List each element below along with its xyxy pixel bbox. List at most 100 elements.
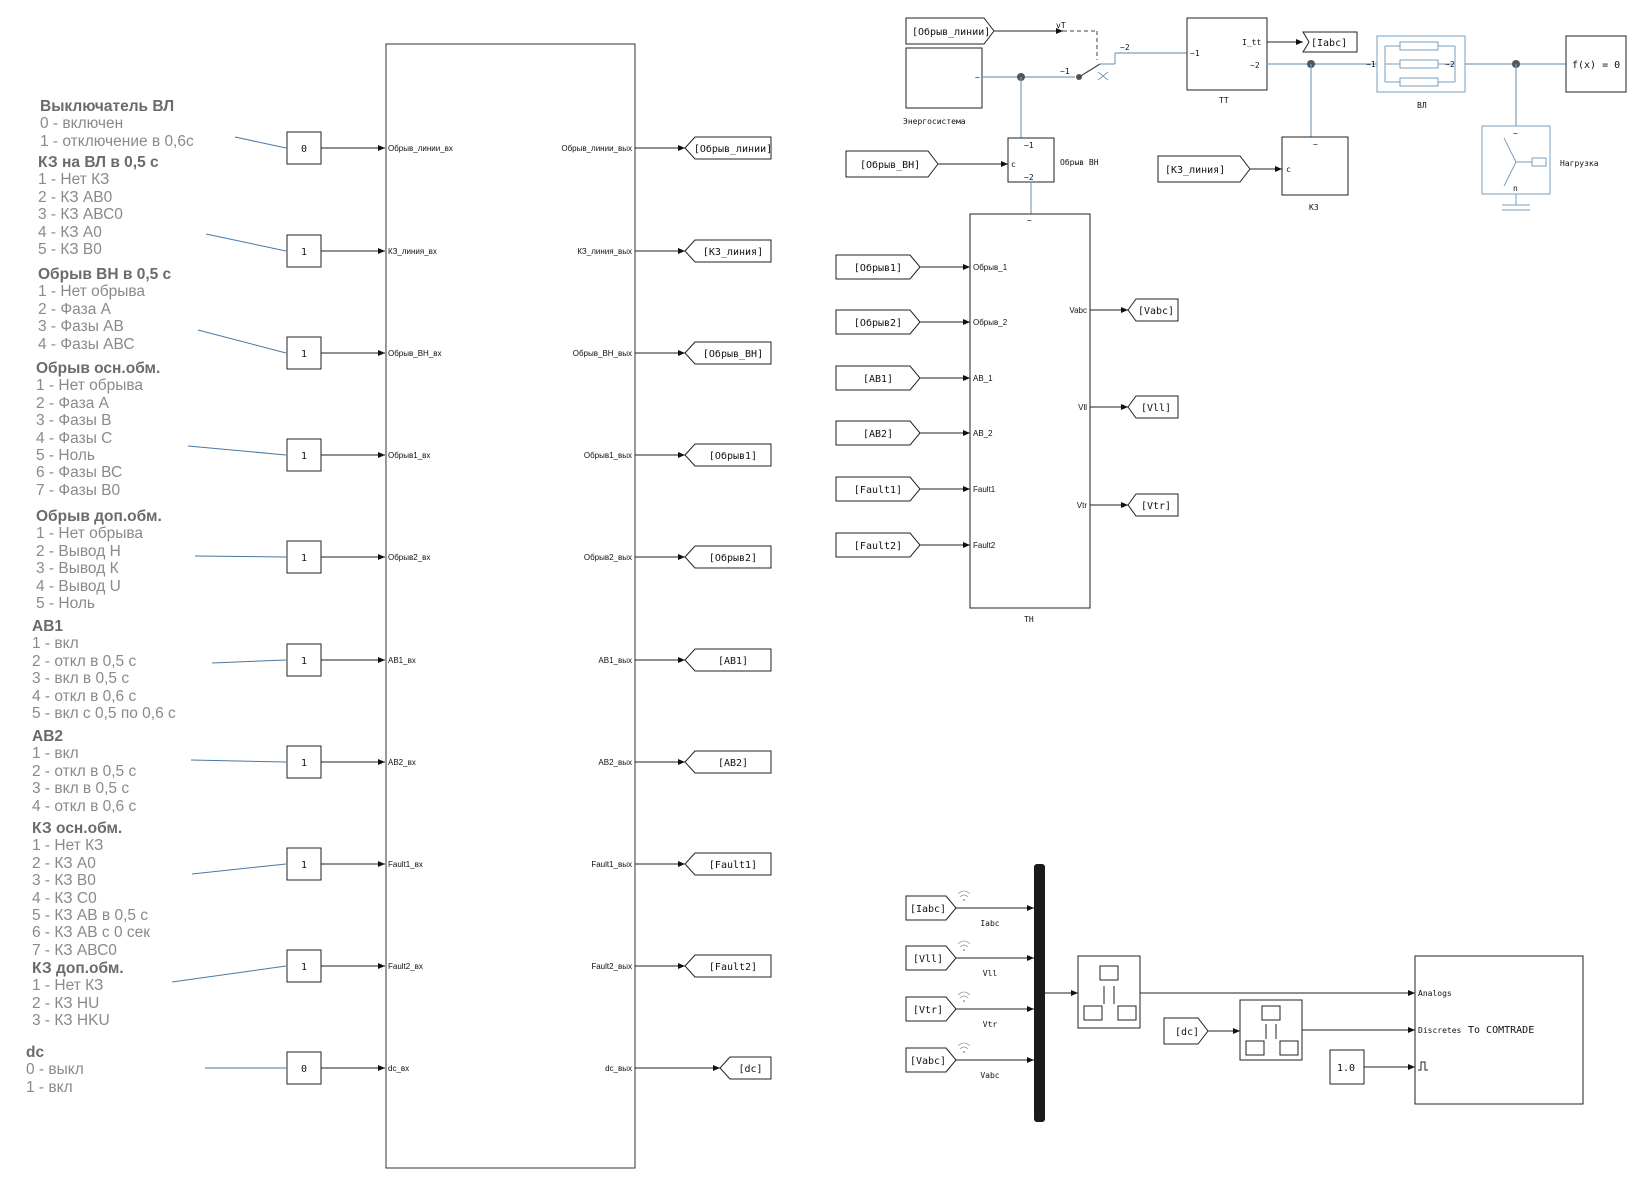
from-kz-liniya[interactable] bbox=[1157, 155, 1251, 183]
constant-block[interactable] bbox=[286, 745, 322, 779]
note-heading: Обрыв ВН в 0,5 с bbox=[38, 266, 172, 283]
goto-tag[interactable] bbox=[719, 1056, 772, 1080]
from-tag[interactable] bbox=[905, 895, 957, 921]
note-line: 1 - вкл bbox=[32, 635, 79, 653]
tn-block[interactable] bbox=[969, 213, 1091, 609]
from-dc[interactable] bbox=[1163, 1017, 1209, 1045]
note-connector bbox=[205, 233, 287, 252]
mux-bus[interactable] bbox=[1034, 864, 1045, 1122]
subsystem-input-port: АВ2_вх bbox=[388, 758, 416, 767]
tn-label: ТН bbox=[1024, 615, 1034, 624]
note-line: 7 - КЗ АВС0 bbox=[32, 941, 117, 959]
tn-input-port: Fault1 bbox=[973, 485, 996, 494]
rate-transition-1[interactable] bbox=[1077, 955, 1141, 1029]
note-line: 2 - Фаза А bbox=[36, 394, 109, 412]
tt-label: ТТ bbox=[1219, 96, 1229, 105]
goto-tag[interactable] bbox=[684, 852, 772, 876]
goto-tag[interactable] bbox=[684, 545, 772, 569]
from-tag-label: [Обрыв1] bbox=[854, 262, 902, 274]
from-tag-label: [Обрыв2] bbox=[854, 317, 902, 329]
goto-tag[interactable] bbox=[1127, 298, 1179, 322]
note-line: 3 - Вывод К bbox=[36, 560, 119, 578]
subsystem-output-port: АВ2_вых bbox=[598, 758, 632, 767]
goto-iabc-label: [Iabc] bbox=[1311, 38, 1347, 49]
wireless-icon bbox=[957, 1042, 971, 1053]
from-tag-label: [Vtr] bbox=[913, 1005, 943, 1016]
from-obryv-vn[interactable] bbox=[845, 150, 939, 178]
subsystem-output-port: Fault2_вых bbox=[591, 962, 632, 971]
constant-block[interactable] bbox=[286, 234, 322, 268]
from-tag[interactable] bbox=[835, 532, 921, 558]
from-kz-label: [КЗ_линия] bbox=[1165, 165, 1225, 176]
goto-iabc[interactable] bbox=[1302, 31, 1358, 53]
note-line: 6 - Фазы ВС bbox=[36, 464, 123, 482]
tn-output-port: Vtr bbox=[1077, 501, 1088, 510]
goto-tag[interactable] bbox=[684, 954, 772, 978]
note-connector bbox=[190, 759, 287, 763]
obryv-vn-port-1: ~1 bbox=[1024, 141, 1034, 150]
note-connector bbox=[194, 555, 287, 558]
goto-tag-label: [АВ2] bbox=[718, 758, 748, 769]
fx-solver-block[interactable] bbox=[1565, 35, 1627, 93]
constant-block[interactable] bbox=[286, 336, 322, 370]
goto-tag[interactable] bbox=[684, 341, 772, 365]
pulse-icon bbox=[1418, 1061, 1428, 1071]
subsystem-input-port: dc_вх bbox=[388, 1064, 409, 1073]
from-tag[interactable] bbox=[905, 945, 957, 971]
kz-block[interactable] bbox=[1281, 136, 1349, 196]
from-tag-label: [Fault2] bbox=[854, 541, 902, 552]
subsystem-output-port: КЗ_линия_вых bbox=[577, 247, 632, 256]
note-line: 4 - КЗ С0 bbox=[32, 889, 97, 907]
note-line: 5 - КЗ В0 bbox=[38, 241, 102, 259]
breaker-icon[interactable] bbox=[1078, 63, 1101, 78]
kz-port-c: c bbox=[1286, 165, 1291, 174]
from-tag[interactable] bbox=[905, 1047, 957, 1073]
goto-tag[interactable] bbox=[684, 648, 772, 672]
from-tag-label: [АВ2] bbox=[863, 429, 893, 440]
from-tag[interactable] bbox=[835, 476, 921, 502]
note-line: 2 - КЗ HU bbox=[32, 994, 100, 1012]
constant-block[interactable] bbox=[286, 949, 322, 983]
constant-block[interactable] bbox=[286, 438, 322, 472]
from-tag[interactable] bbox=[835, 309, 921, 335]
note-line: 1 - отключение в 0,6с bbox=[40, 132, 194, 150]
energy-system-block[interactable] bbox=[905, 47, 983, 109]
goto-tag[interactable] bbox=[684, 443, 772, 467]
constant-1-0[interactable] bbox=[1329, 1049, 1365, 1085]
tn-input-port: Обрыв_2 bbox=[973, 318, 1008, 327]
subsystem-input-port: Обрыв_линии_вх bbox=[388, 144, 453, 153]
wireless-icon bbox=[957, 890, 971, 901]
note-line: 3 - вкл в 0,5 с bbox=[32, 780, 130, 798]
note-line: 3 - Фазы В bbox=[36, 412, 112, 430]
note-connector bbox=[234, 136, 287, 149]
to-comtrade-block[interactable] bbox=[1414, 955, 1584, 1105]
tn-port-top: ~ bbox=[1027, 216, 1032, 225]
subsystem-block[interactable] bbox=[385, 43, 636, 1169]
subsystem-output-port: Обрыв_ВН_вых bbox=[573, 349, 632, 358]
goto-tag[interactable] bbox=[684, 239, 772, 263]
subsystem-output-port: АВ1_вых bbox=[598, 656, 632, 665]
note-line: 1 - Нет обрыва bbox=[38, 283, 146, 301]
goto-tag[interactable] bbox=[684, 136, 772, 160]
rate-transition-2[interactable] bbox=[1239, 999, 1303, 1061]
note-heading: dc bbox=[26, 1044, 45, 1061]
from-tag[interactable] bbox=[835, 420, 921, 446]
tn-input-port: Fault2 bbox=[973, 541, 996, 550]
from-tag[interactable] bbox=[835, 365, 921, 391]
from-obryv-linii[interactable] bbox=[905, 17, 995, 45]
constant-value: 1 bbox=[301, 758, 307, 769]
tt-block[interactable] bbox=[1186, 17, 1268, 91]
goto-tag[interactable] bbox=[684, 750, 772, 774]
vl-port-in: ~1 bbox=[1366, 60, 1376, 69]
goto-tag[interactable] bbox=[1127, 395, 1179, 419]
subsystem-output-port: Обрыв2_вых bbox=[584, 553, 632, 562]
load-block[interactable] bbox=[1481, 125, 1551, 195]
note-heading: АВ2 bbox=[32, 728, 64, 745]
from-tag[interactable] bbox=[905, 996, 957, 1022]
goto-tag[interactable] bbox=[1127, 493, 1179, 517]
from-tag[interactable] bbox=[835, 254, 921, 280]
